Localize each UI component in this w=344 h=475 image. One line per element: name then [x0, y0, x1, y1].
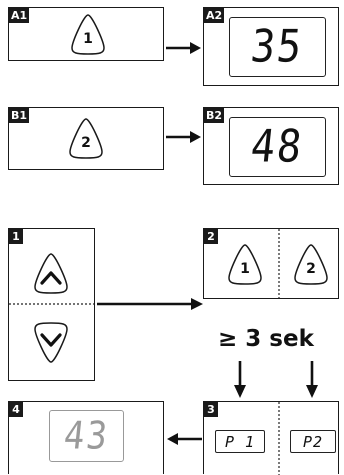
panel-tag: A1: [9, 8, 30, 23]
panel-tag: A2: [204, 8, 225, 23]
panel-a1: A1 1: [8, 7, 164, 61]
panel-a2: A2 35: [203, 7, 339, 86]
arrow-right-icon: [166, 42, 201, 54]
divider: [9, 303, 94, 305]
position-p2-display: P2: [290, 430, 336, 453]
panel-tag: 2: [204, 229, 218, 244]
panel-tag: B1: [9, 108, 30, 123]
up-button[interactable]: [32, 251, 70, 295]
button-number: 1: [240, 261, 250, 277]
button-number: 1: [83, 31, 93, 47]
arrow-down-icon: [234, 361, 246, 398]
display-value: 35: [248, 21, 307, 73]
panel-tag: 4: [9, 402, 23, 417]
chevron-down-icon: [34, 322, 68, 363]
display-value: 43: [61, 413, 112, 459]
panel-b2: B2 48: [203, 107, 339, 185]
panel-2-memory-buttons: 2 1 2: [203, 228, 339, 299]
panel-tag: B2: [204, 108, 225, 123]
down-button[interactable]: [32, 321, 70, 365]
chevron-up-icon: [34, 253, 68, 294]
button-number: 2: [81, 135, 91, 151]
display-value: 48: [248, 121, 307, 173]
panel-tag: 1: [9, 229, 23, 244]
panel-3-saved-positions: 3 P 1 P2: [203, 401, 339, 475]
divider: [278, 229, 280, 298]
memory-button-1[interactable]: 1: [69, 12, 107, 56]
position-p1-display: P 1: [215, 430, 265, 453]
arrow-right-icon: [166, 131, 201, 143]
triangle-button-icon: [228, 244, 262, 285]
position-p2-label: P2: [302, 432, 324, 451]
height-display: 43: [49, 410, 124, 462]
position-p1-label: P 1: [224, 432, 256, 451]
button-number: 2: [306, 261, 316, 277]
arrow-left-icon: [167, 433, 202, 445]
triangle-button-icon: [71, 14, 105, 55]
triangle-button-icon: [294, 244, 328, 285]
memory-button-2[interactable]: 2: [67, 116, 105, 160]
height-display: 35: [229, 17, 326, 77]
arrow-right-icon: [97, 298, 203, 310]
memory-button-1[interactable]: 1: [226, 242, 264, 286]
height-display: 48: [229, 117, 326, 177]
panel-4: 4 43: [8, 401, 164, 474]
panel-tag: 3: [204, 402, 218, 417]
panel-b1: B1 2: [8, 107, 164, 170]
hold-duration-label: ≥ 3 sek: [218, 326, 314, 352]
arrow-down-icon: [306, 361, 318, 398]
divider: [278, 402, 280, 475]
panel-1-up-down: 1: [8, 228, 95, 381]
memory-button-2[interactable]: 2: [292, 242, 330, 286]
triangle-button-icon: [69, 118, 103, 159]
